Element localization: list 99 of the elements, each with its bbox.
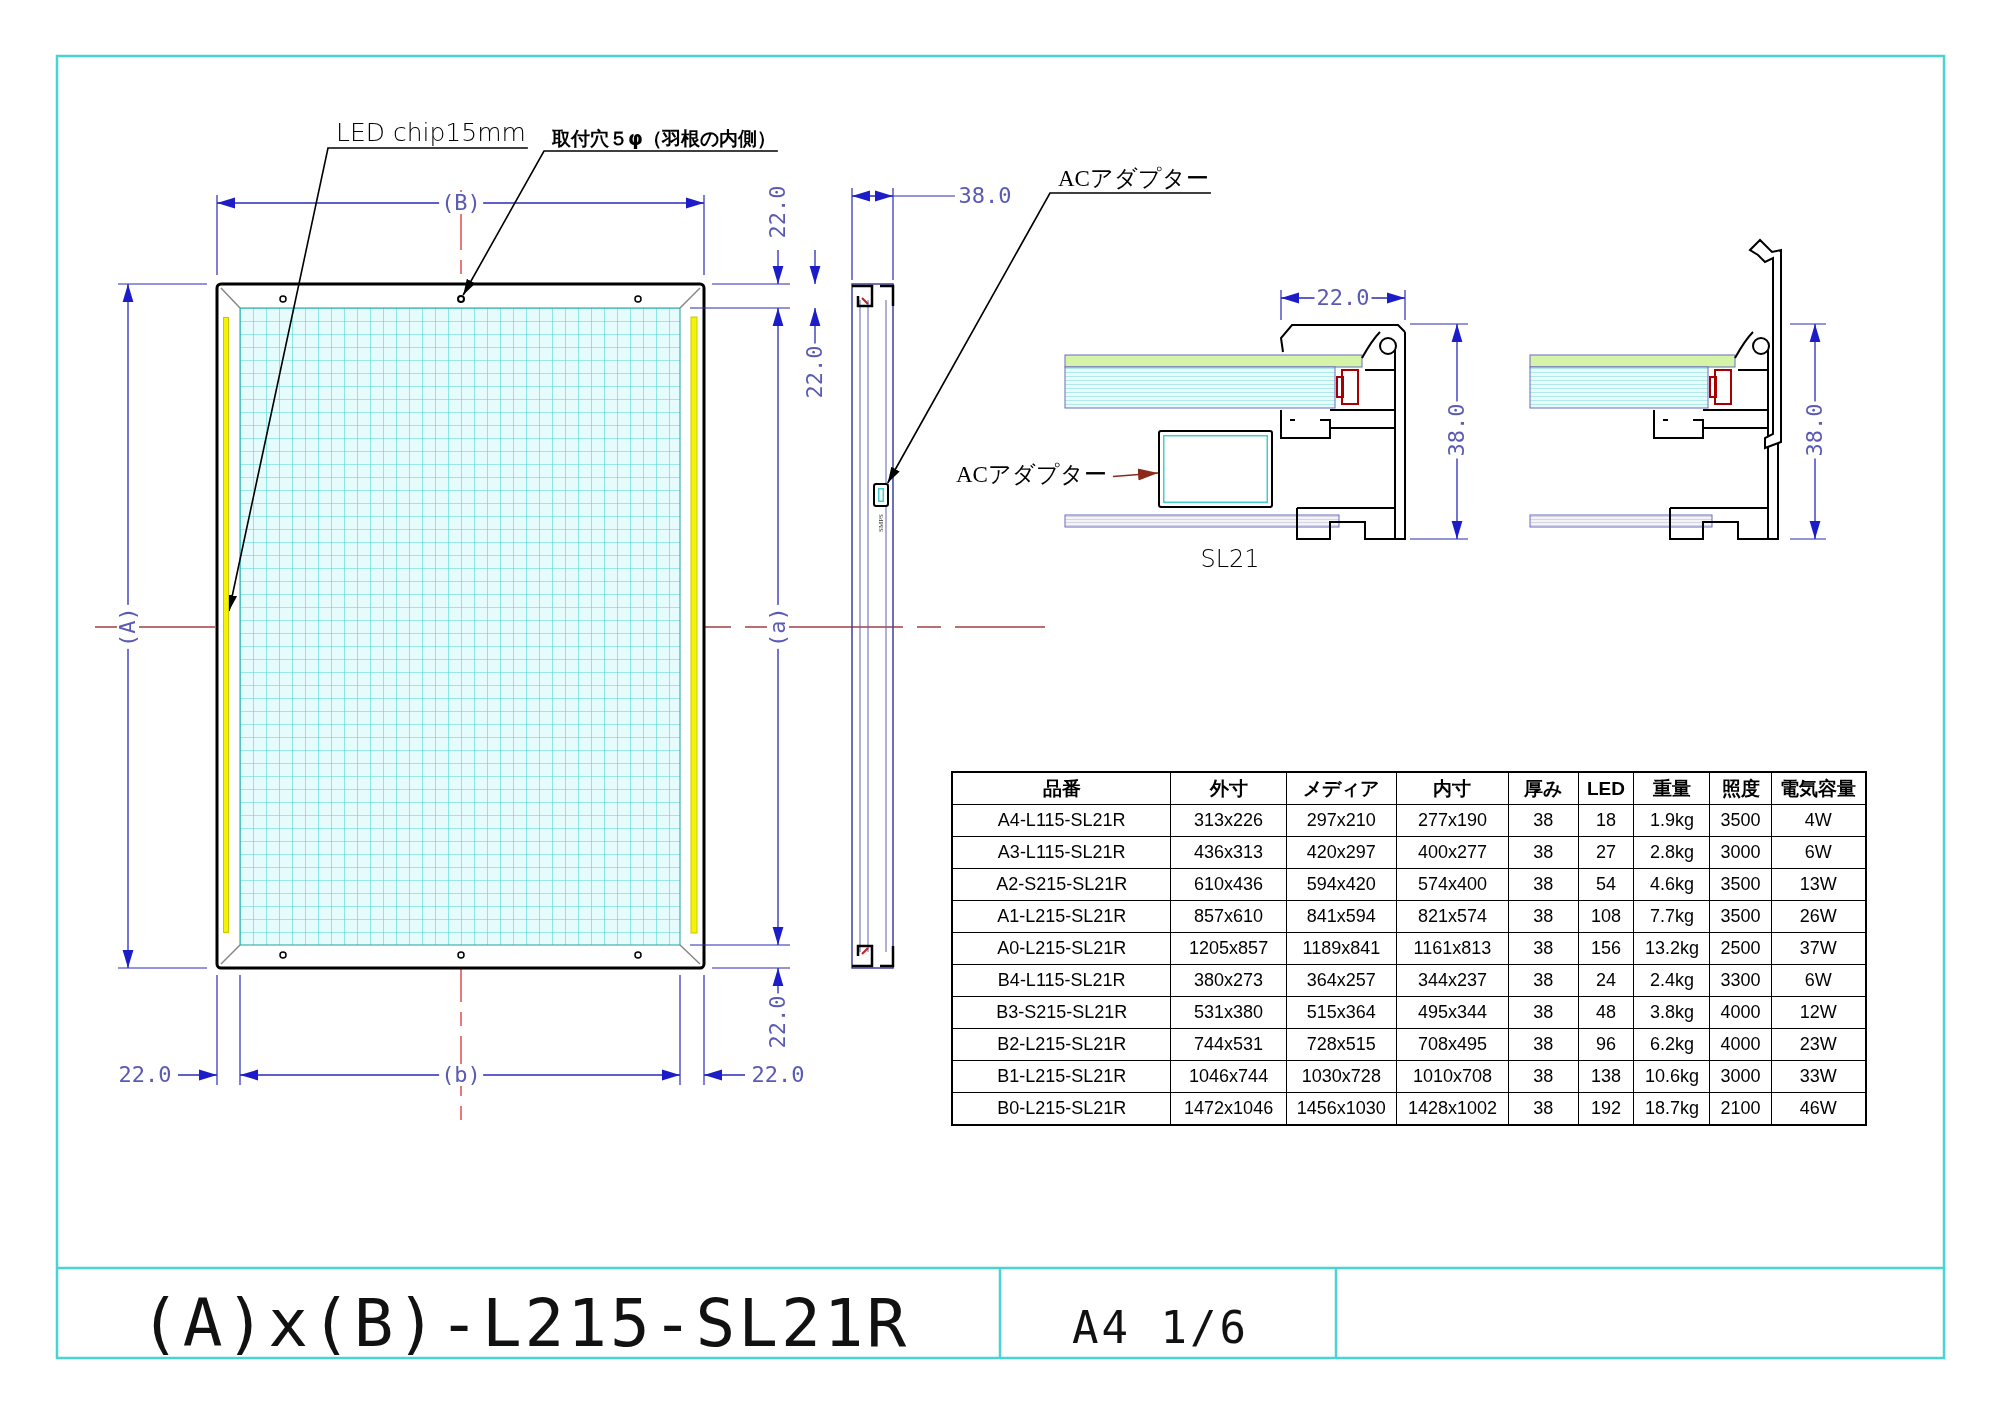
table-value: 4000 — [1710, 1028, 1772, 1061]
table-value: 2.8kg — [1633, 836, 1710, 869]
dimension-label: (B) — [439, 192, 483, 214]
callout-text: LED chip15mm — [336, 120, 526, 145]
led-strip — [223, 317, 229, 933]
table-value: 3500 — [1710, 900, 1772, 933]
callout-text: ACアダプター — [956, 463, 1107, 486]
table-value: 38 — [1508, 868, 1579, 901]
table-value: 18 — [1578, 804, 1634, 837]
leader-line — [462, 150, 779, 296]
table-value: 3000 — [1710, 1060, 1772, 1093]
table-value: 1030x728 — [1286, 1060, 1397, 1093]
table-value: A3-L115-SL21R — [952, 836, 1171, 869]
table-header: 品番 — [952, 772, 1171, 805]
table-value: 108 — [1578, 900, 1634, 933]
leader-line — [227, 147, 529, 612]
table-header: 外寸 — [1171, 772, 1287, 805]
table-value: 48 — [1578, 996, 1634, 1029]
ac-adapter-drawing — [1158, 430, 1273, 508]
table-value: 3500 — [1710, 804, 1772, 837]
dimension-label: (b) — [439, 1064, 483, 1086]
table-value: 277x190 — [1396, 804, 1509, 837]
table-value: 1010x708 — [1396, 1060, 1509, 1093]
table-value: 27 — [1578, 836, 1634, 869]
table-value: 744x531 — [1171, 1028, 1287, 1061]
dimension-label: (A) — [117, 605, 139, 649]
table-value: A0-L215-SL21R — [952, 932, 1171, 965]
table-value: 495x344 — [1396, 996, 1509, 1029]
table-value: 821x574 — [1396, 900, 1509, 933]
table-value: 380x273 — [1171, 964, 1287, 997]
section-label: SL21 — [1200, 547, 1260, 571]
table-header: 照度 — [1710, 772, 1772, 805]
table-value: B4-L115-SL21R — [952, 964, 1171, 997]
table-value: 156 — [1578, 932, 1634, 965]
table-value: 38 — [1508, 932, 1579, 965]
table-value: 3500 — [1710, 868, 1772, 901]
table-value: 4.6kg — [1633, 868, 1710, 901]
table-value: A2-S215-SL21R — [952, 868, 1171, 901]
table-value: 1205x857 — [1171, 932, 1287, 965]
table-value: 1189x841 — [1286, 932, 1397, 965]
leader-line — [1112, 468, 1159, 481]
table-value: 3.8kg — [1633, 996, 1710, 1029]
table-value: B3-S215-SL21R — [952, 996, 1171, 1029]
table-value: 857x610 — [1171, 900, 1287, 933]
table-value: A4-L115-SL21R — [952, 804, 1171, 837]
table-value: 38 — [1508, 900, 1579, 933]
table-value: B2-L215-SL21R — [952, 1028, 1171, 1061]
drawing-title: (A)x(B)-L215-SL21R — [140, 1291, 910, 1357]
table-value: 4000 — [1710, 996, 1772, 1029]
table-value: B1-L215-SL21R — [952, 1060, 1171, 1093]
table-value: 38 — [1508, 1060, 1579, 1093]
table-header: 重量 — [1633, 772, 1710, 805]
table-value: 1.9kg — [1633, 804, 1710, 837]
table-value: 344x237 — [1396, 964, 1509, 997]
table-value: 297x210 — [1286, 804, 1397, 837]
table-value: 2500 — [1710, 932, 1772, 965]
table-value: 3300 — [1710, 964, 1772, 997]
ac-adapter-drawing — [873, 483, 889, 507]
table-value: 313x226 — [1171, 804, 1287, 837]
table-value: 6.2kg — [1633, 1028, 1710, 1061]
table-value: 38 — [1508, 804, 1579, 837]
leader-line — [886, 192, 1212, 484]
table-header: LED — [1578, 772, 1634, 805]
table-value: 610x436 — [1171, 868, 1287, 901]
table-value: 594x420 — [1286, 868, 1397, 901]
table-value: 708x495 — [1396, 1028, 1509, 1061]
table-value: 1046x744 — [1171, 1060, 1287, 1093]
table-header: メディア — [1286, 772, 1397, 805]
table-value: 841x594 — [1286, 900, 1397, 933]
table-value: 574x400 — [1396, 868, 1509, 901]
table-value: 1161x813 — [1396, 932, 1509, 965]
table-value: 436x313 — [1171, 836, 1287, 869]
table-value: 515x364 — [1286, 996, 1397, 1029]
table-value: 531x380 — [1171, 996, 1287, 1029]
dimension-label: (a) — [767, 605, 789, 649]
table-value: 7.7kg — [1633, 900, 1710, 933]
table-value: 38 — [1508, 1028, 1579, 1061]
table-value: 420x297 — [1286, 836, 1397, 869]
callout-text: ACアダプター — [1058, 167, 1209, 190]
table-value: A1-L215-SL21R — [952, 900, 1171, 933]
mounting-hole — [457, 295, 465, 303]
table-value: 400x277 — [1396, 836, 1509, 869]
callout-text: 取付穴５φ（羽根の内側） — [552, 129, 776, 148]
table-value: 38 — [1508, 996, 1579, 1029]
table-value: 54 — [1578, 868, 1634, 901]
table-value: 13.2kg — [1633, 932, 1710, 965]
table-value: 728x515 — [1286, 1028, 1397, 1061]
table-value: 38 — [1508, 836, 1579, 869]
sheet-number: A4 1/6 — [1072, 1306, 1249, 1350]
table-header: 厚み — [1508, 772, 1579, 805]
table-value: 3000 — [1710, 836, 1772, 869]
table-header: 内寸 — [1396, 772, 1509, 805]
table-value: 2.4kg — [1633, 964, 1710, 997]
table-value: 96 — [1578, 1028, 1634, 1061]
table-value: 138 — [1578, 1060, 1634, 1093]
table-value: 364x257 — [1286, 964, 1397, 997]
table-value: 10.6kg — [1633, 1060, 1710, 1093]
table-value: 24 — [1578, 964, 1634, 997]
table-value: 38 — [1508, 964, 1579, 997]
